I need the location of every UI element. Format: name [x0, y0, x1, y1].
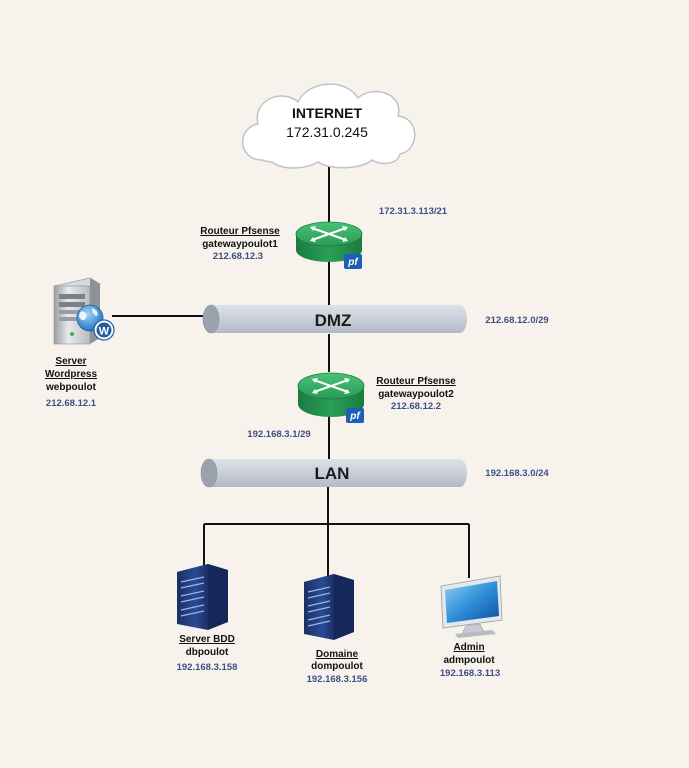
wordpress-logo-icon: W	[93, 319, 115, 341]
connection-lines	[112, 162, 470, 578]
domaine-title: Domaine	[316, 649, 359, 660]
monitor-icon	[440, 575, 503, 638]
wordpress-title-line2: Wordpress	[45, 369, 97, 380]
dmz-segment: DMZ 212.68.12.0/29	[202, 304, 549, 334]
server-bdd-title: Server BDD	[179, 634, 235, 645]
router2-lan-ip: 192.168.3.1/29	[247, 429, 310, 440]
router1-lan-ip: 212.68.12.3	[213, 251, 263, 262]
lan-segment: LAN 192.168.3.0/24	[200, 458, 549, 488]
lan-name: LAN	[315, 464, 350, 483]
wordpress-ip: 212.68.12.1	[46, 398, 97, 409]
router-2: pf Routeur Pfsense gatewaypoulot2 212.68…	[247, 372, 456, 440]
router-icon	[295, 221, 363, 262]
router1-wan-ip: 172.31.3.113/21	[379, 206, 448, 217]
server-bdd-hostname: dbpoulot	[186, 647, 229, 658]
admin-workstation: Admin admpoulot 192.168.3.113	[440, 575, 503, 679]
admin-ip: 192.168.3.113	[440, 668, 500, 679]
domaine-server: Domaine dompoulot 192.168.3.156	[304, 574, 367, 685]
dmz-network: 212.68.12.0/29	[485, 315, 548, 326]
server-bdd: Server BDD dbpoulot 192.168.3.158	[177, 564, 238, 673]
router2-hostname: gatewaypoulot2	[378, 389, 454, 400]
server-rack-icon	[304, 574, 354, 640]
dmz-name: DMZ	[315, 311, 352, 330]
lan-network: 192.168.3.0/24	[485, 468, 549, 479]
wordpress-hostname: webpoulot	[45, 382, 97, 393]
internet-cloud: INTERNET 172.31.0.245	[241, 83, 416, 169]
server-bdd-ip: 192.168.3.158	[177, 662, 238, 673]
internet-title: INTERNET	[292, 105, 362, 121]
wordpress-server: W Server Wordpress webpoulot 212.68.12.1	[45, 277, 115, 409]
pfsense-badge-icon: pf	[344, 254, 362, 269]
pfsense-badge-text: pf	[347, 257, 359, 268]
pfsense-badge-text: pf	[349, 411, 361, 422]
admin-hostname: admpoulot	[443, 655, 495, 666]
internet-ip: 172.31.0.245	[286, 124, 368, 140]
router1-title: Routeur Pfsense	[200, 226, 280, 237]
svg-text:W: W	[99, 326, 110, 338]
domaine-hostname: dompoulot	[311, 661, 363, 672]
pfsense-badge-icon: pf	[346, 408, 364, 423]
router1-hostname: gatewaypoulot1	[202, 239, 278, 250]
router2-dmz-ip: 212.68.12.2	[391, 401, 441, 412]
admin-title: Admin	[453, 642, 484, 653]
cloud-icon	[241, 83, 416, 169]
wordpress-title-line1: Server	[55, 356, 86, 367]
domaine-ip: 192.168.3.156	[307, 674, 368, 685]
router2-title: Routeur Pfsense	[376, 376, 456, 387]
server-rack-icon	[177, 564, 228, 630]
router-1: pf Routeur Pfsense gatewaypoulot1 212.68…	[200, 206, 448, 269]
